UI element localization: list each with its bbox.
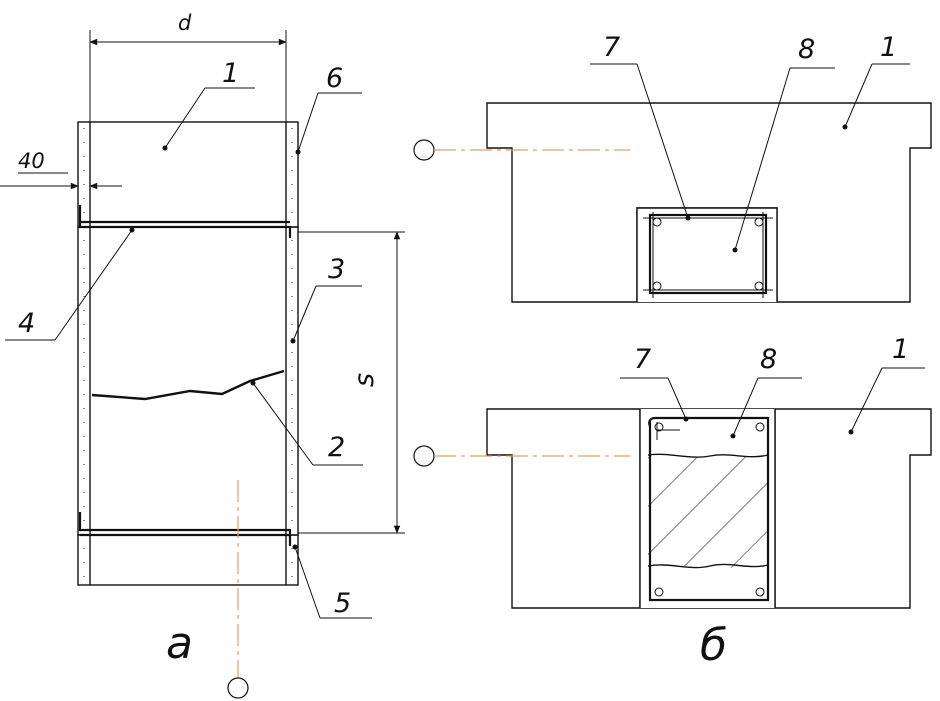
callout-5: 5 [334, 588, 351, 619]
callout-6: 6 [326, 63, 343, 94]
callout-upper-1: 1 [880, 32, 897, 63]
figure-b-upper: 7 8 1 [413, 32, 932, 303]
figure-a-label: а [166, 618, 193, 669]
callout-lower-8: 8 [760, 344, 777, 375]
callout-upper-7: 7 [603, 32, 620, 63]
figure-a: d 40 s 1 6 3 4 [0, 11, 405, 699]
dim-s-label: s [349, 373, 380, 387]
block-top [77, 121, 299, 228]
callout-upper-8: 8 [798, 34, 815, 65]
block-middle [77, 226, 299, 536]
crack-line [91, 369, 285, 401]
callout-3: 3 [328, 254, 345, 285]
figure-b-lower: 7 8 1 б [413, 334, 932, 671]
clamp-top [78, 205, 292, 238]
clamp-bottom [78, 512, 292, 546]
dim-40-label: 40 [18, 149, 45, 173]
callout-lower-1: 1 [892, 334, 909, 365]
callout-lower-7: 7 [634, 344, 651, 375]
block-bottom [77, 534, 299, 586]
callout-1: 1 [222, 58, 239, 89]
callout-2: 2 [328, 432, 345, 463]
callout-4: 4 [18, 308, 35, 339]
figure-b-label: б [700, 620, 727, 671]
dim-d-label: d [178, 11, 192, 35]
